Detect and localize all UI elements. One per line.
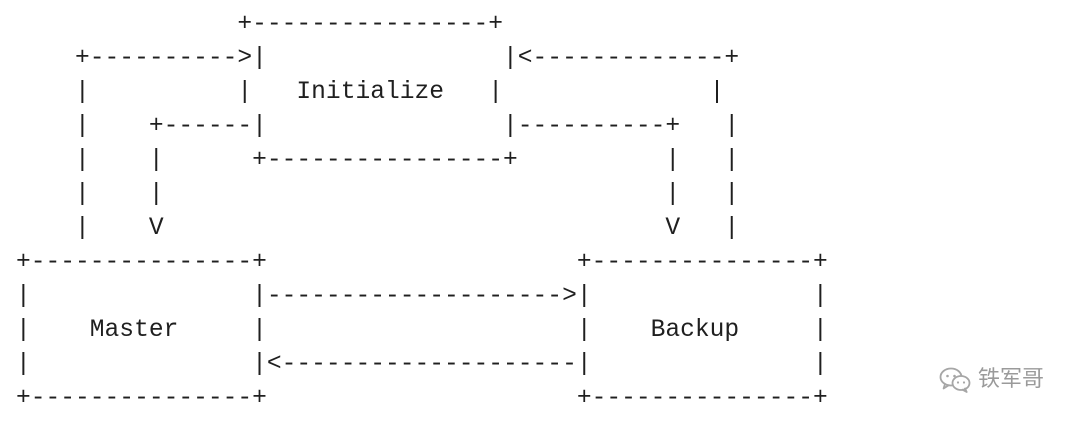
watermark-text: 铁军哥 xyxy=(977,367,1044,392)
ascii-state-diagram: +----------------+ +---------->| |<-----… xyxy=(16,11,828,412)
wechat-icon xyxy=(938,366,972,394)
wechat-watermark: 铁军哥 xyxy=(938,366,1044,394)
